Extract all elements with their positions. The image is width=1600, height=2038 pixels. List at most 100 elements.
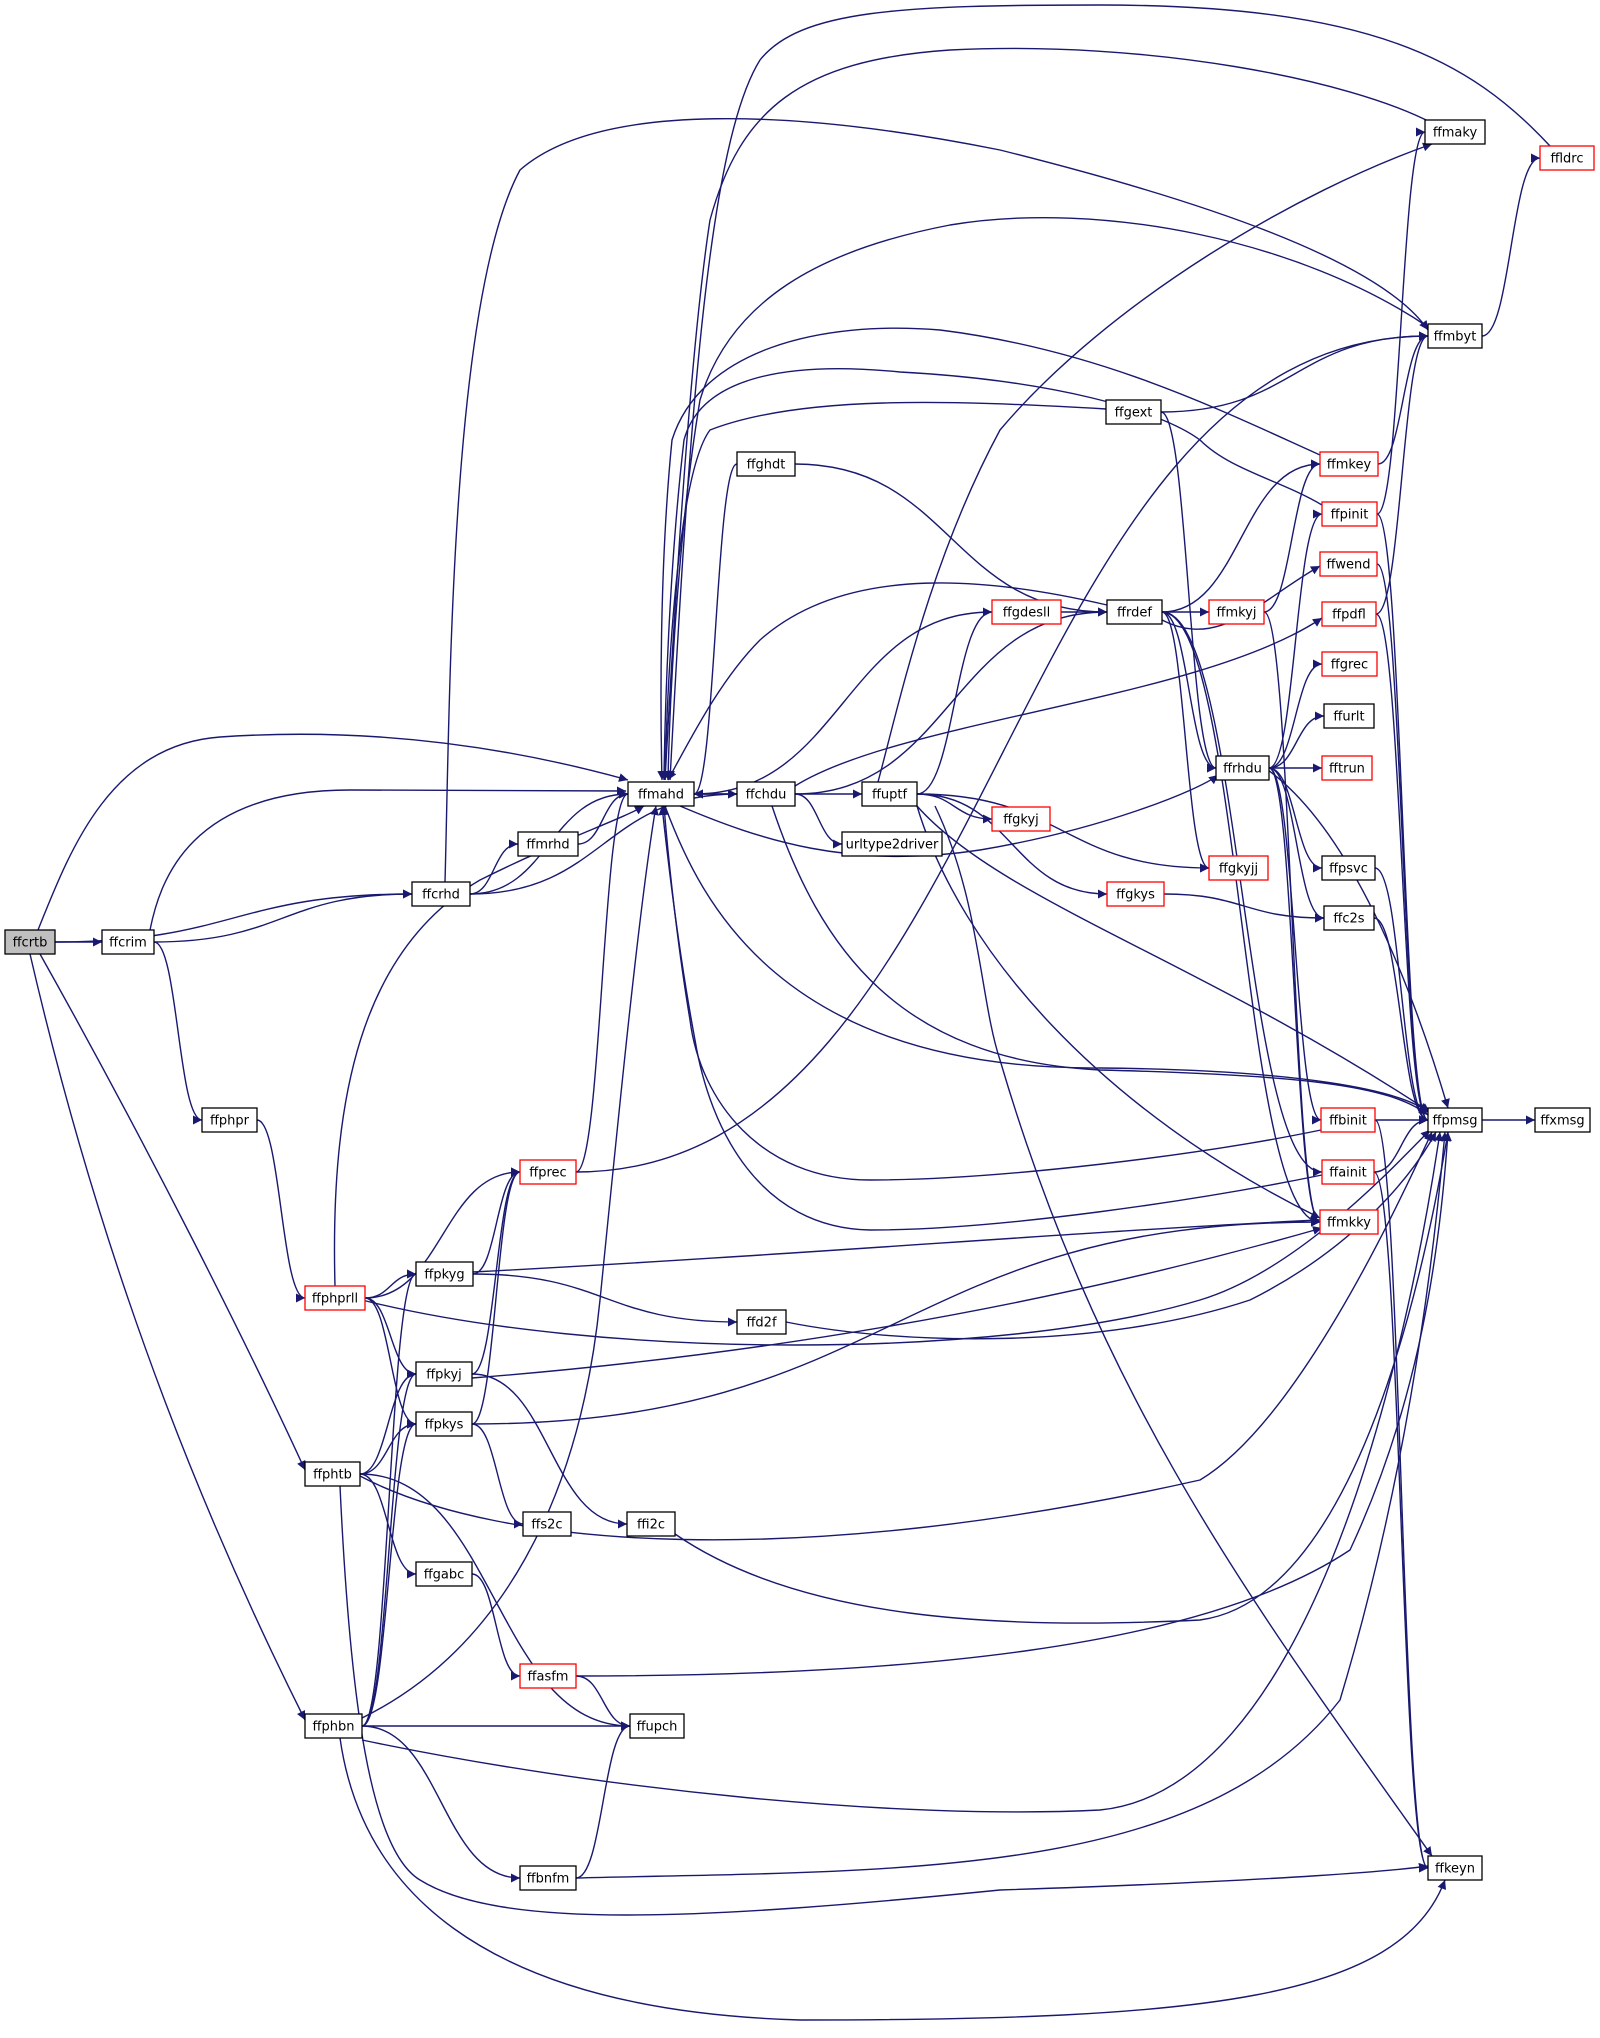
node-ffgdesll[interactable]: ffgdesll [991,599,1062,625]
node-box [1319,451,1379,477]
node-ffmkyj[interactable]: ffmkyj [1208,599,1265,625]
edge-ffmbyt-to-ffmahd [663,217,1429,781]
node-ffphprll[interactable]: ffphprll [304,1285,366,1311]
edge-ffphbn-to-ffpkys [361,1419,417,1727]
node-ffpkyg[interactable]: ffpkyg [415,1261,474,1287]
node-ffpdfl[interactable]: ffpdfl [1321,601,1377,627]
edge-ffmbyt-to-ffldrc [1481,153,1541,337]
edge-ffphbn-to-ffpkyj [361,1369,417,1727]
edge-ffphtb-to-ffupch [359,1473,631,1731]
node-ffwend[interactable]: ffwend [1319,551,1378,577]
node-ffmrhd[interactable]: ffmrhd [517,831,579,857]
edge-layer [29,4,1551,2021]
node-ffmbyt[interactable]: ffmbyt [1427,323,1483,349]
node-ffchdu[interactable]: ffchdu [736,781,796,807]
edge-ffmahd-to-ffpmsg [664,805,1429,1113]
edge-ffrhdu-to-ffurlt [1268,711,1325,769]
edge-ffpkyj-to-ffi2c [471,1373,628,1529]
node-ffpinit[interactable]: ffpinit [1321,501,1378,527]
node-ffrdef[interactable]: ffrdef [1106,599,1163,625]
node-ffkeyn[interactable]: ffkeyn [1427,1855,1483,1881]
node-ffmkky[interactable]: ffmkky [1319,1209,1379,1235]
node-ffphbn[interactable]: ffphbn [304,1713,363,1739]
edge-ffpinit-to-ffmaky [1376,127,1426,515]
node-ffcrtb[interactable]: ffcrtb [4,929,56,955]
node-label: ffgkys [1116,888,1155,903]
node-label: ffphpr [210,1114,250,1129]
edge-ffainit-to-ffkeyn [1373,1171,1429,1873]
node-ffgrec[interactable]: ffgrec [1321,651,1378,677]
edge-ffrdef-to-ffainit [1161,611,1323,1177]
node-ffgkys[interactable]: ffgkys [1106,881,1165,907]
node-ffgext[interactable]: ffgext [1105,399,1162,425]
node-ffainit[interactable]: ffainit [1321,1159,1375,1185]
node-ffphpr[interactable]: ffphpr [201,1107,258,1133]
edge-ffuptf-to-ffpmsg [916,805,1431,1113]
node-box [415,1561,473,1587]
node-ffprec[interactable]: ffprec [519,1159,577,1185]
edge-ffuptf-to-ffmkky [916,805,1321,1219]
node-ffmahd[interactable]: ffmahd [627,781,695,807]
edge-ffd2f-to-ffpmsg [785,1131,1437,1340]
node-box [1208,855,1269,881]
node-ffghdt[interactable]: ffghdt [736,451,796,477]
node-box [4,929,56,955]
node-ffc2s[interactable]: ffc2s [1323,905,1375,931]
node-urltype2driver[interactable]: urltype2driver [841,831,943,857]
edge-ffuptf-to-ffgkyjj [916,793,1210,873]
node-ffmkey[interactable]: ffmkey [1319,451,1379,477]
node-ffcrim[interactable]: ffcrim [101,929,155,955]
edge-ffghdt-to-ffmahd [693,463,738,799]
node-box [101,929,155,955]
node-label: ffkeyn [1435,1862,1475,1877]
node-ffxmsg[interactable]: ffxmsg [1534,1107,1591,1133]
node-box [991,599,1062,625]
node-ffphtb[interactable]: ffphtb [304,1461,361,1487]
edge-ffphtb-to-ffpmsg [359,1131,1433,1541]
node-ffpkyj[interactable]: ffpkyj [415,1361,473,1387]
edge-ffphprll-to-ffpmsg [361,1129,1431,1346]
edge-ffchdu-to-ffrdef [794,607,1108,795]
edge-ffgabc-to-ffasfm [471,1573,521,1681]
edge-ffcrhd-to-ffmbyt [444,117,1429,883]
node-ffurlt[interactable]: ffurlt [1323,703,1375,729]
node-box [1105,399,1162,425]
node-label: ffrdef [1117,606,1152,621]
node-ffcrhd[interactable]: ffcrhd [411,881,471,907]
node-ffbnfm[interactable]: ffbnfm [519,1865,577,1891]
edge-ffchdu-to-ffpmsg [771,805,1429,1116]
edge-ffphprll-to-ffmahd [333,805,645,1287]
node-label: ffgdesll [1003,606,1050,621]
node-label: ffcrhd [422,888,460,903]
edge-ffphbn-to-ffpmsg [361,1131,1444,1813]
node-ffpsvc[interactable]: ffpsvc [1321,855,1376,881]
edge-ffpdfl-to-ffpmsg [1375,613,1429,1125]
node-ffasfm[interactable]: ffasfm [519,1663,577,1689]
node-ffmaky[interactable]: ffmaky [1424,119,1486,145]
node-ffgkyj[interactable]: ffgkyj [991,806,1051,832]
node-ffgkyjj[interactable]: ffgkyjj [1208,855,1269,881]
edge-ffpsvc-to-ffpmsg [1374,867,1429,1125]
node-label: ffpkyg [424,1268,464,1283]
node-box [517,831,579,857]
node-ffd2f[interactable]: ffd2f [736,1309,787,1335]
node-ffldrc[interactable]: ffldrc [1539,145,1595,171]
node-box [522,1511,572,1537]
node-label: fftrun [1329,762,1365,777]
edge-ffpkyg-to-ffd2f [472,1273,738,1327]
node-ffi2c[interactable]: ffi2c [626,1511,676,1537]
node-box [1319,1209,1379,1235]
node-ffs2c[interactable]: ffs2c [522,1511,572,1537]
node-ffuptf[interactable]: ffuptf [861,781,918,807]
node-ffrhdu[interactable]: ffrhdu [1215,755,1270,781]
node-layer: ffcrtb ffcrim ffcrhd ffmrhd ffmahd ffchdu ffup… [4,119,1595,1891]
node-ffpmsg[interactable]: ffpmsg [1427,1107,1483,1133]
node-label: ffmaky [1433,126,1478,141]
node-fftrun[interactable]: fftrun [1321,755,1373,781]
node-ffpkys[interactable]: ffpkys [415,1411,473,1437]
node-ffupch[interactable]: ffupch [629,1713,685,1739]
node-box [1321,755,1373,781]
node-ffbinit[interactable]: ffbinit [1320,1107,1376,1133]
node-ffgabc[interactable]: ffgabc [415,1561,473,1587]
edge-ffc2s-to-ffpmsg [1373,917,1429,1125]
